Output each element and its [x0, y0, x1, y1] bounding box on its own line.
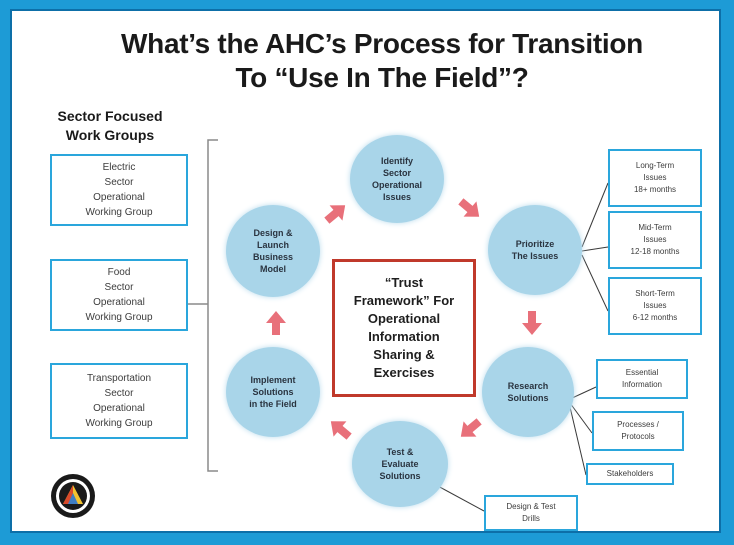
- output-essential-information: Essential Information: [596, 359, 688, 399]
- workgroup-electric: Electric Sector Operational Working Grou…: [50, 154, 188, 226]
- connector-lines: [188, 139, 609, 512]
- trust-framework-box: “Trust Framework” For Operational Inform…: [332, 259, 476, 397]
- arrow-design-to-identify: [324, 205, 346, 224]
- step-design-launch: Design & Launch Business Model: [226, 205, 320, 297]
- slide: What’s the AHC’s Process for Transition …: [10, 9, 721, 533]
- timeframe-connector-2: [581, 246, 609, 252]
- workgroup-transportation: Transportation Sector Operational Workin…: [50, 363, 188, 439]
- arrow-test-to-implement: [330, 421, 352, 440]
- timeframe-connector-3: [581, 254, 609, 312]
- arrow-identify-to-prioritize: [458, 198, 480, 217]
- timeframe-mid-term: Mid-Term Issues 12-18 months: [608, 211, 702, 269]
- timeframe-connector-1: [581, 182, 609, 248]
- step-research-solutions: Research Solutions: [482, 347, 574, 437]
- timeframe-short-term: Short-Term Issues 6-12 months: [608, 277, 702, 335]
- workgroup-food: Food Sector Operational Working Group: [50, 259, 188, 331]
- arrow-prioritize-to-research: [522, 311, 542, 335]
- step-test-evaluate: Test & Evaluate Solutions: [352, 421, 448, 507]
- research-connector-1: [569, 386, 597, 400]
- workgroup-bracket: [207, 139, 218, 472]
- output-processes-protocols: Processes / Protocols: [592, 411, 684, 451]
- arrow-implement-to-design: [266, 311, 286, 335]
- research-connector-3: [569, 406, 587, 476]
- slide-title: What’s the AHC’s Process for Transition …: [121, 28, 643, 93]
- arrow-research-to-test: [460, 418, 482, 437]
- output-stakeholders: Stakeholders: [586, 463, 674, 485]
- test-connector: [435, 484, 485, 512]
- sector-heading: Sector Focused Work Groups: [57, 108, 163, 143]
- ahc-emblem-icon: [51, 474, 95, 518]
- timeframe-long-term: Long-Term Issues 18+ months: [608, 149, 702, 207]
- step-identify-issues: Identify Sector Operational Issues: [350, 135, 444, 223]
- output-design-test-drills: Design & Test Drills: [484, 495, 578, 531]
- step-implement-solutions: Implement Solutions in the Field: [226, 347, 320, 437]
- step-prioritize-issues: Prioritize The Issues: [488, 205, 582, 295]
- research-connector-2: [569, 402, 593, 434]
